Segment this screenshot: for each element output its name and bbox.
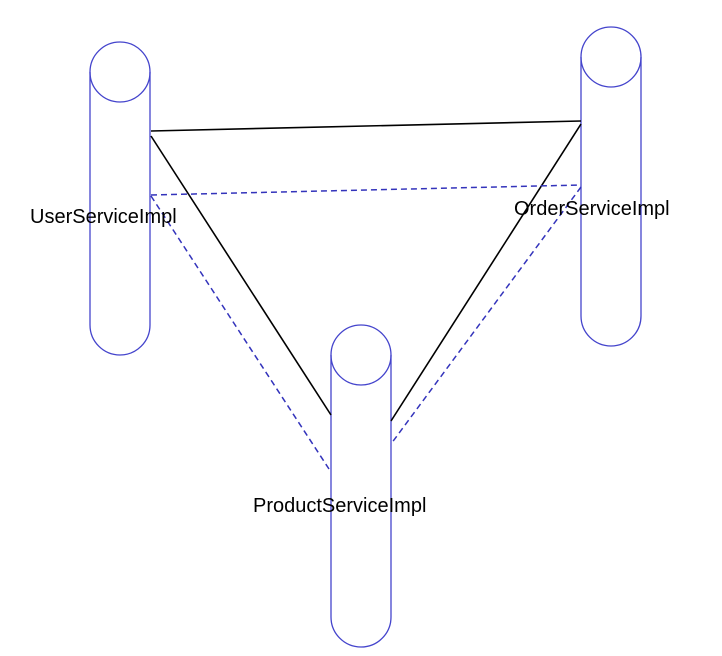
solid-edge-user-product <box>150 135 332 416</box>
dashed-edges <box>150 184 582 470</box>
product-service-cylinder <box>330 324 392 648</box>
order-service-label: OrderServiceImpl <box>514 198 670 220</box>
order-service-cylinder <box>580 26 642 347</box>
product-service-cylinder-body <box>330 355 392 648</box>
dashed-edge-user-order <box>150 184 582 196</box>
user-service-cylinder-body <box>89 72 151 356</box>
dashed-edge-order-product <box>390 186 582 445</box>
user-service-label: UserServiceImpl <box>30 206 177 228</box>
order-service-cylinder-body <box>580 57 642 347</box>
product-service-cylinder-top <box>330 324 392 386</box>
solid-edge-order-product <box>390 123 582 422</box>
user-service-cylinder-top <box>89 41 151 103</box>
dashed-edge-user-product <box>150 195 330 470</box>
order-service-cylinder-top <box>580 26 642 88</box>
solid-edge-user-order <box>150 120 582 132</box>
product-service-label: ProductServiceImpl <box>253 495 426 517</box>
user-service-cylinder <box>89 41 151 356</box>
solid-edges <box>150 120 582 422</box>
